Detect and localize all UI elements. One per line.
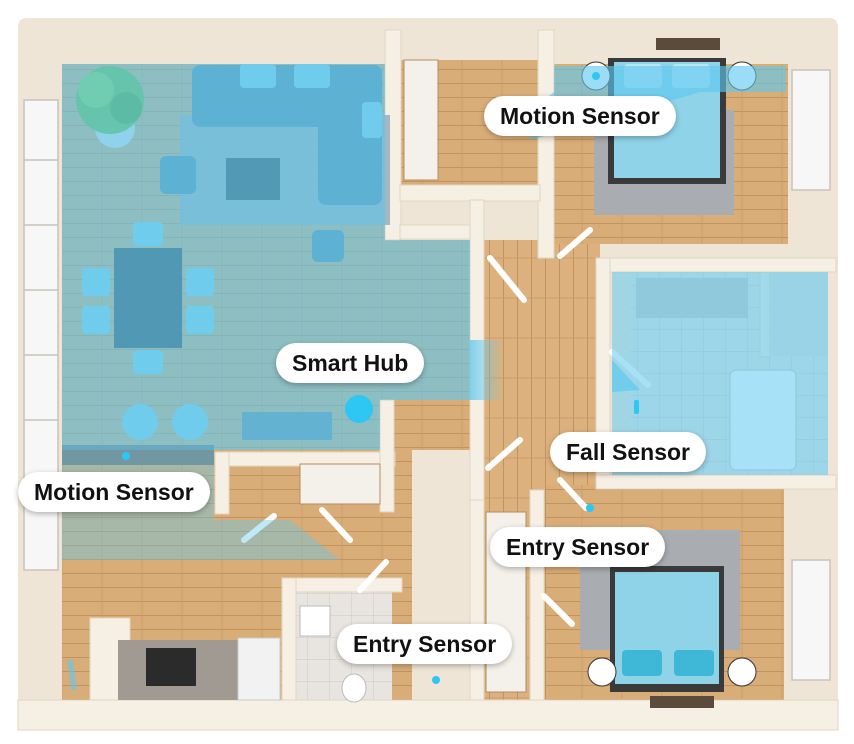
motion-sensor-dot-bedroom — [592, 72, 600, 80]
sink — [299, 605, 331, 637]
dishwasher — [237, 637, 281, 701]
smart-hub-icon — [345, 395, 373, 423]
closet-top — [403, 59, 439, 181]
motion-sensor-label-living: Motion Sensor — [18, 472, 210, 512]
nightstand-lamp — [587, 657, 617, 687]
toilet — [341, 673, 367, 703]
picture-frame — [650, 696, 714, 708]
entry-sensor-dot-bedroom — [586, 504, 594, 512]
fall-sensor-dot — [634, 400, 639, 414]
kitchen-door-coverage — [67, 659, 77, 691]
fall-sensor-label: Fall Sensor — [550, 432, 706, 472]
entry-sensor-label-front: Entry Sensor — [337, 624, 513, 664]
entry-sensor-label-bedroom: Entry Sensor — [490, 527, 666, 567]
nightstand-lamp — [727, 657, 757, 687]
bathroom-door-coverage — [612, 360, 640, 392]
stove — [146, 648, 196, 686]
entry-sensor-dot-front — [432, 676, 440, 684]
picture-frame — [656, 38, 720, 50]
motion-sensor-label-bedroom: Motion Sensor — [484, 96, 676, 136]
motion-sensor-dot-living — [122, 452, 130, 460]
bed-bottom — [610, 566, 724, 692]
smart-hub-label: Smart Hub — [276, 343, 425, 383]
hub-coverage-fade — [470, 340, 504, 400]
